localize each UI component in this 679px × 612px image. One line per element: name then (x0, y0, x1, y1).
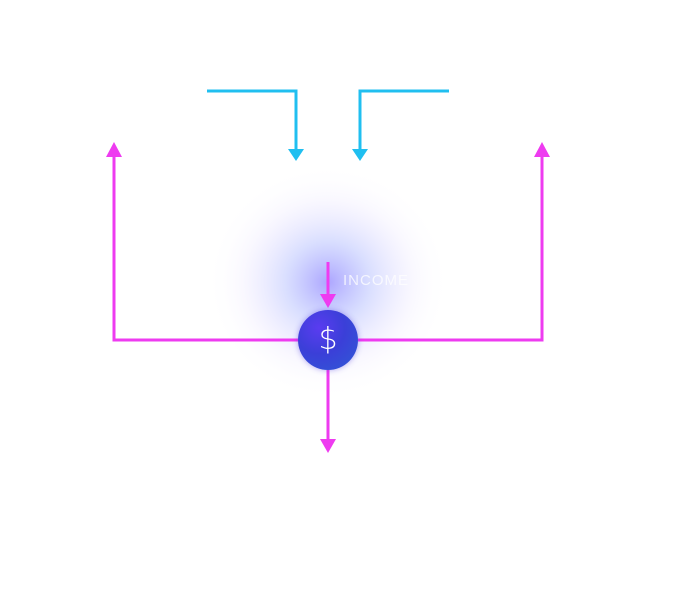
dollar-coin: $ (298, 310, 358, 370)
outflow-arrow-left (106, 142, 298, 342)
outflow-arrow-down (320, 370, 336, 453)
income-label: INCOME (343, 272, 409, 289)
inflow-arrow-left (207, 89, 304, 161)
inflow-arrow-right (352, 89, 449, 161)
income-arrow (320, 262, 336, 308)
dollar-icon: $ (318, 322, 338, 357)
outflow-arrow-right (358, 142, 550, 342)
